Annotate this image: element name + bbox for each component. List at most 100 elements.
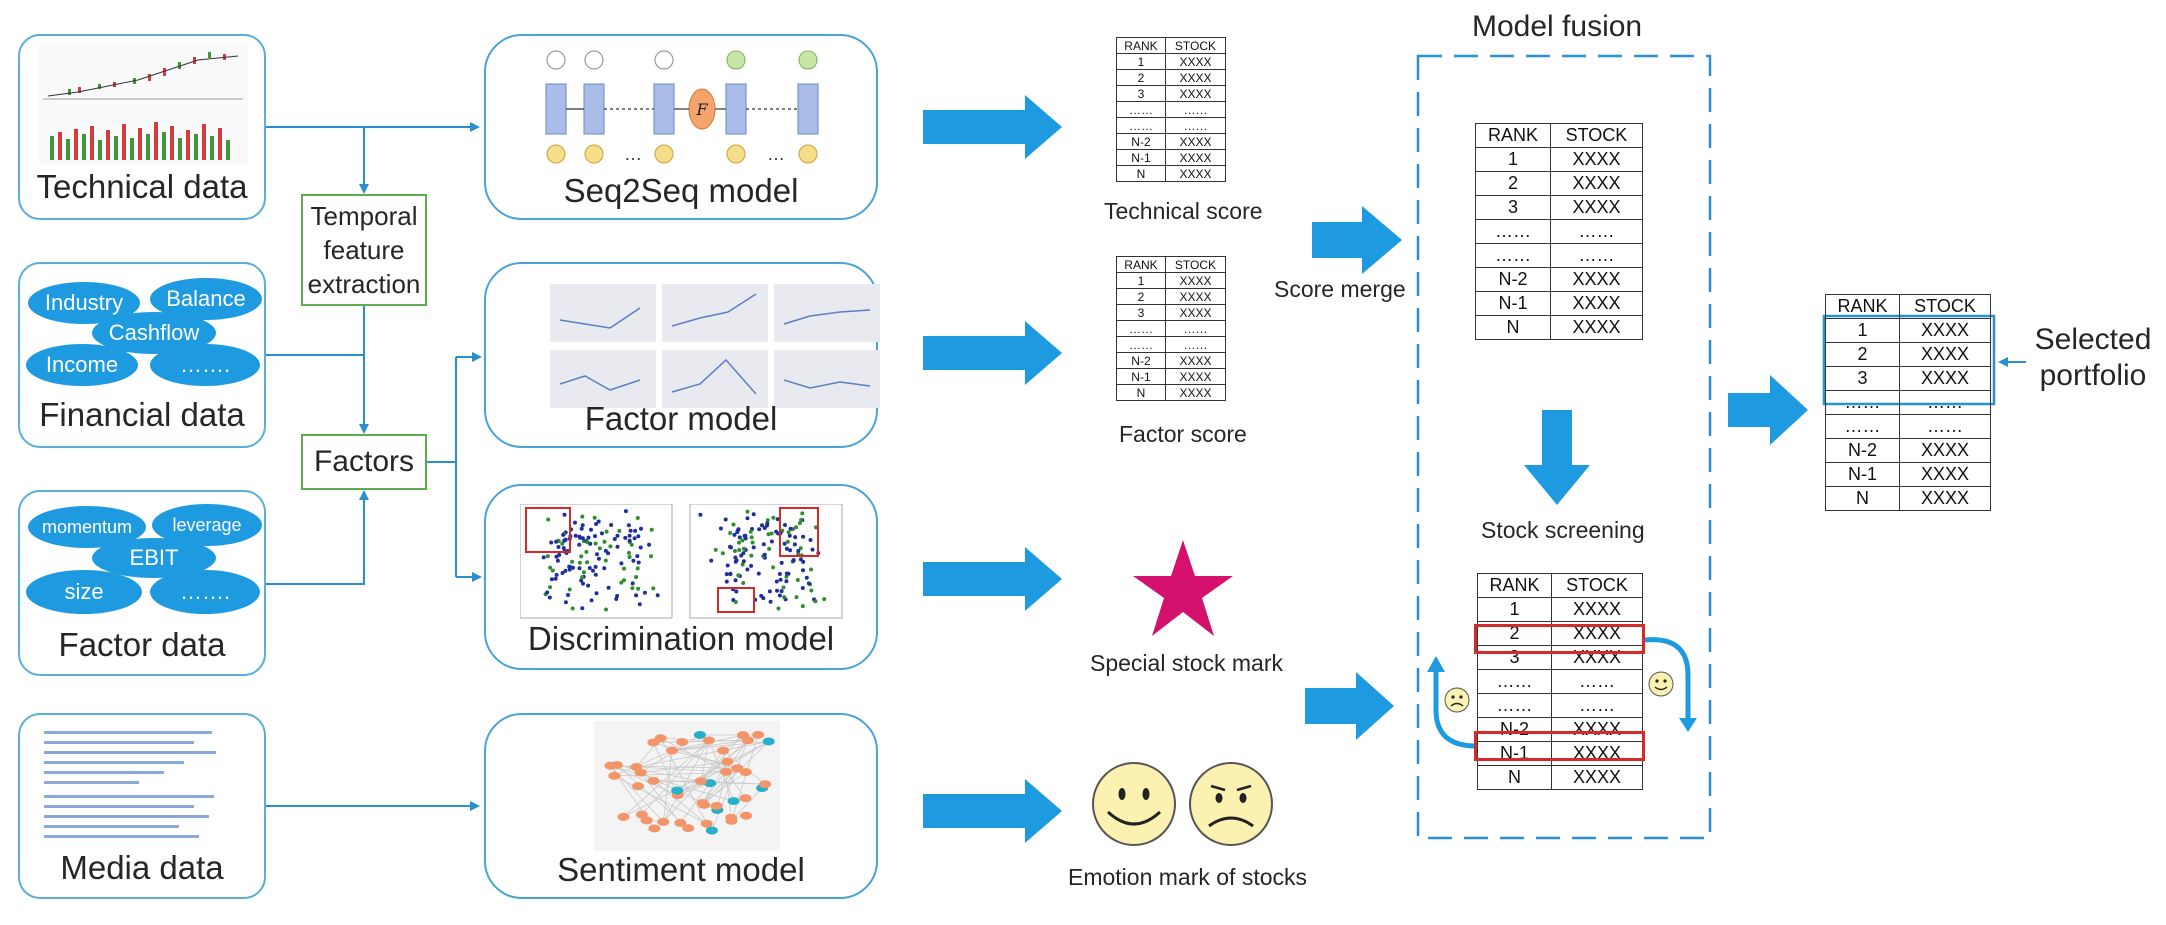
scatter-point [791,558,796,563]
ellipse-more: ……. [150,344,260,386]
scatter-plots-thumbnail [520,504,843,619]
block-arrow-screening [1524,410,1590,505]
scatter-point [577,534,582,539]
scatter-point [617,529,622,533]
special-stock-star-icon [1133,540,1233,636]
table-row: ………… [1116,101,1227,118]
scatter-point [634,593,639,598]
network-node [700,819,713,828]
scatter-point [749,553,754,558]
stock-cell: XXXX [1164,368,1227,385]
table-row: ………… [1476,669,1643,694]
scatter-point [603,548,608,553]
rank-cell: …… [1475,219,1551,244]
stock-cell: XXXX [1549,267,1644,292]
scatter-point [741,559,746,564]
scatter-point [592,515,597,520]
rank-cell: 1 [1824,318,1901,343]
stock-cell: XXXX [1551,597,1643,622]
scatter-point [597,546,602,551]
scatter-point [649,527,654,532]
scatter-point [562,512,567,517]
stock-cell: XXXX [1164,69,1227,86]
stock-cell: XXXX [1164,149,1227,166]
scatter-point [649,554,653,559]
scatter-point [550,568,555,573]
rank-cell: …… [1824,414,1901,439]
scatter-point [810,547,815,552]
scatter-point [788,526,793,531]
scatter-point [769,539,774,544]
scatter-point [636,560,641,565]
stock-cell: XXXX [1164,53,1227,70]
scatter-point [779,560,784,565]
scatter-point [579,554,584,559]
scatter-point [570,559,575,564]
scatter-point [631,558,636,563]
scatter-point [553,576,558,581]
rank-cell: …… [1116,320,1166,337]
scatter-point [822,597,827,602]
network-node [676,738,689,747]
network-node [727,797,740,806]
rank-cell: 2 [1824,342,1901,367]
scatter-point [606,585,611,590]
scatter-point [734,558,739,563]
network-node [762,737,775,746]
scatter-point [718,526,723,531]
scatter-point [630,586,635,591]
scatter-point [593,572,598,577]
stock-header: STOCK [1549,123,1644,148]
block-arrow-factor [923,321,1062,385]
sentiment-network-thumbnail [594,721,780,851]
scatter-point [594,591,599,596]
scatter-point [614,597,619,601]
block-arrow-portfolio [1728,375,1808,445]
scatter-point [801,559,806,564]
scatter-point [600,531,604,536]
scatter-point [577,566,582,571]
selected-portfolio-text: Selected portfolio [2034,323,2152,392]
scatter-point [732,532,737,537]
stock-cell: XXXX [1164,272,1227,289]
block-arrow-discrimination [923,547,1062,611]
table-row: ………… [1116,117,1227,134]
network-node [759,780,772,789]
rank-cell: N [1824,486,1901,511]
scatter-point [806,581,811,586]
scatter-point [745,567,750,572]
scatter-point [783,523,787,527]
table-row: ………… [1476,693,1643,718]
svg-text:F: F [695,100,708,119]
stock-cell: XXXX [1551,765,1643,790]
network-node [739,768,752,777]
scatter-point [784,546,789,551]
network-node [671,786,684,795]
stock-cell: XXXX [1549,171,1644,196]
sad-face-icon [1189,762,1273,846]
small-smiley-icon [1648,671,1674,697]
network-node [752,730,765,739]
scatter-point [774,579,779,584]
scatter-point [604,607,608,612]
rank-header: RANK [1116,256,1166,273]
scatter-point [561,546,566,551]
scatter-point [573,533,578,538]
scatter-point [739,553,744,558]
table-row: ………… [1824,390,1991,415]
scatter-point [622,566,626,571]
stock-cell: XXXX [1164,165,1227,182]
scatter-point [619,561,624,566]
scatter-point [734,589,739,594]
